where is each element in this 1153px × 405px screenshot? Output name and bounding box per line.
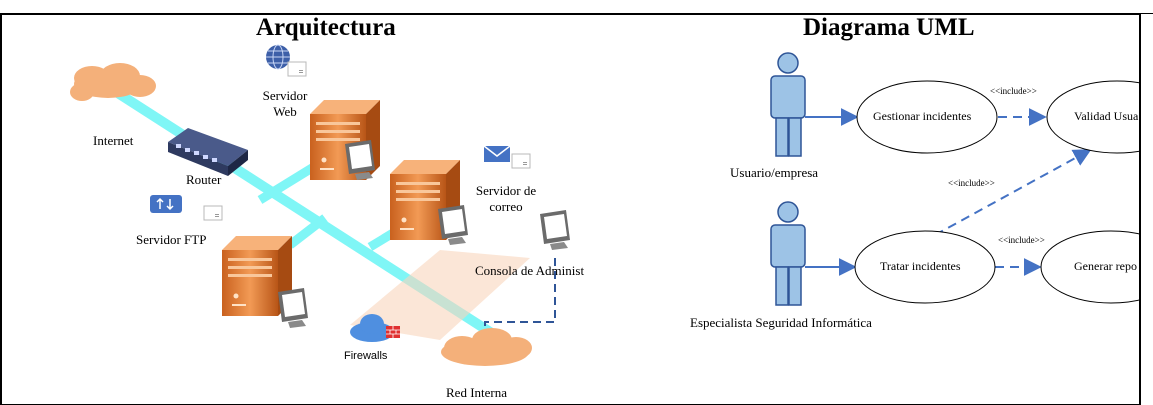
- red-interna-label: Red Interna: [446, 385, 508, 400]
- router-label: Router: [186, 172, 222, 187]
- ftp-icon: [150, 195, 223, 221]
- include-tratar-validar: [934, 149, 1092, 236]
- servidor-web-label-line2: Web: [273, 104, 297, 119]
- usecase-generar: Generar repo: [1074, 259, 1137, 273]
- firewall-icon: [350, 314, 400, 342]
- usecase-tratar: Tratar incidentes: [880, 259, 961, 273]
- consola-label: Consola de Administ: [475, 263, 585, 278]
- usecase-gestionar: Gestionar incidentes: [873, 109, 972, 123]
- servidor-correo-label-line2: correo: [489, 199, 523, 214]
- servidor-web-label: Servidor Web: [250, 88, 320, 120]
- usecase-validar: Validad Usua: [1074, 109, 1139, 123]
- arquitectura-title: Arquitectura: [256, 14, 396, 41]
- include-label-1: <<include>>: [990, 86, 1037, 96]
- internet-cloud-icon: [70, 63, 156, 101]
- servidor-correo-label: Servidor de correo: [463, 183, 549, 215]
- red-interna-cloud-icon: [441, 328, 532, 366]
- include-label-2: <<include>>: [948, 178, 995, 188]
- actor-usuario-icon: [770, 52, 806, 157]
- firewall-zone: [350, 250, 530, 340]
- include-label-3: <<include>>: [998, 235, 1045, 245]
- servidor-ftp-label: Servidor FTP: [136, 232, 207, 247]
- internet-label: Internet: [93, 133, 134, 148]
- usecase-validar-ellipse: [1046, 80, 1153, 154]
- actor-especialista-label: Especialista Seguridad Informática: [690, 315, 872, 330]
- usecase-gestionar-ellipse: [856, 80, 998, 154]
- actor-especialista-icon: [770, 201, 806, 306]
- mail-icon: [483, 145, 531, 169]
- servidor-web-label-line1: Servidor: [262, 88, 308, 103]
- uml-title: Diagrama UML: [803, 14, 975, 41]
- actor-usuario-label: Usuario/empresa: [730, 165, 819, 180]
- usecase-tratar-ellipse: [854, 230, 996, 304]
- ftp-monitor-icon: [278, 288, 308, 328]
- router-icon: [168, 128, 248, 176]
- firewalls-label: Firewalls: [344, 350, 388, 362]
- globe-icon: [266, 44, 307, 77]
- servidor-correo-label-line1: Servidor de: [475, 183, 537, 198]
- console-monitor-icon: [540, 210, 570, 250]
- usecase-generar-ellipse: [1040, 230, 1153, 304]
